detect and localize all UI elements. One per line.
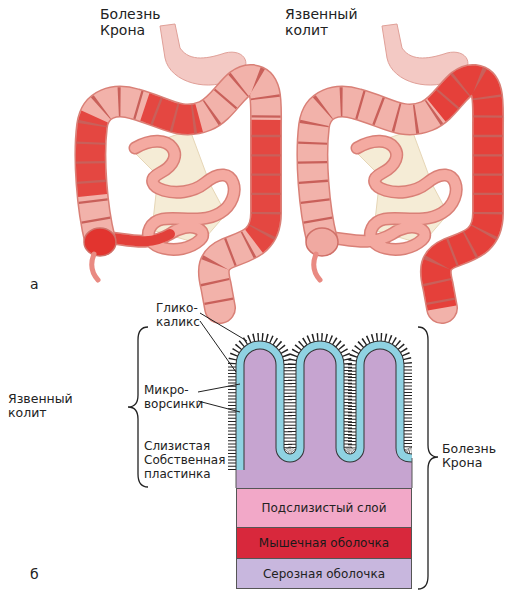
layer-band: Подслизистый слой [236,488,412,528]
colitis-continuous [312,80,488,308]
part-label: Микро- ворсинки [144,384,204,412]
microvilli [240,345,412,470]
layer-name: Серозная оболочка [263,567,385,581]
colon-outline [90,80,266,308]
leader-line [198,401,240,412]
layer-name: Подслизистый слой [262,501,387,515]
leader-line [200,321,236,372]
colon-crohn [84,24,266,308]
colon [312,80,488,308]
leader-line [198,384,240,392]
mucosa-border [236,458,412,488]
disease-label: Язвенный колит [285,6,365,38]
part-label: Глико- каликс [156,302,206,330]
leader-lines [198,313,247,412]
mucosa-edge [236,470,244,488]
colon-colitis [306,24,488,308]
disease-label: Болезнь Крона [100,6,172,38]
appendix [92,254,98,280]
layer-band: Серозная оболочка [236,558,412,589]
small-intestine [334,141,456,249]
disease-label: Болезнь Крона [442,442,522,471]
inflamed-ileum [112,234,170,241]
layer-name: Мышечная оболочка [259,536,389,550]
small-intestine-outline [334,141,456,249]
mucosa [236,345,412,488]
crohn-patches [90,80,266,308]
microvilli-outline [240,345,412,470]
small-intestine-outline [112,141,234,249]
small-intestine [112,141,234,249]
appendix [314,254,320,280]
layer-band: Мышечная оболочка [236,527,412,559]
disease-label: Язвенный колит [8,392,80,421]
intestinal-wall [236,345,412,488]
panel-letter: б [30,566,50,582]
brace-right [418,327,438,589]
leader-line [200,313,247,341]
colon-outline [312,80,488,308]
panel-letter: а [30,276,50,292]
part-label: Слизистая Собственная пластинка [144,440,232,481]
haustra [312,80,488,308]
haustra [90,80,266,308]
cecum [306,228,338,256]
cecum [84,228,116,256]
colon [90,80,266,308]
